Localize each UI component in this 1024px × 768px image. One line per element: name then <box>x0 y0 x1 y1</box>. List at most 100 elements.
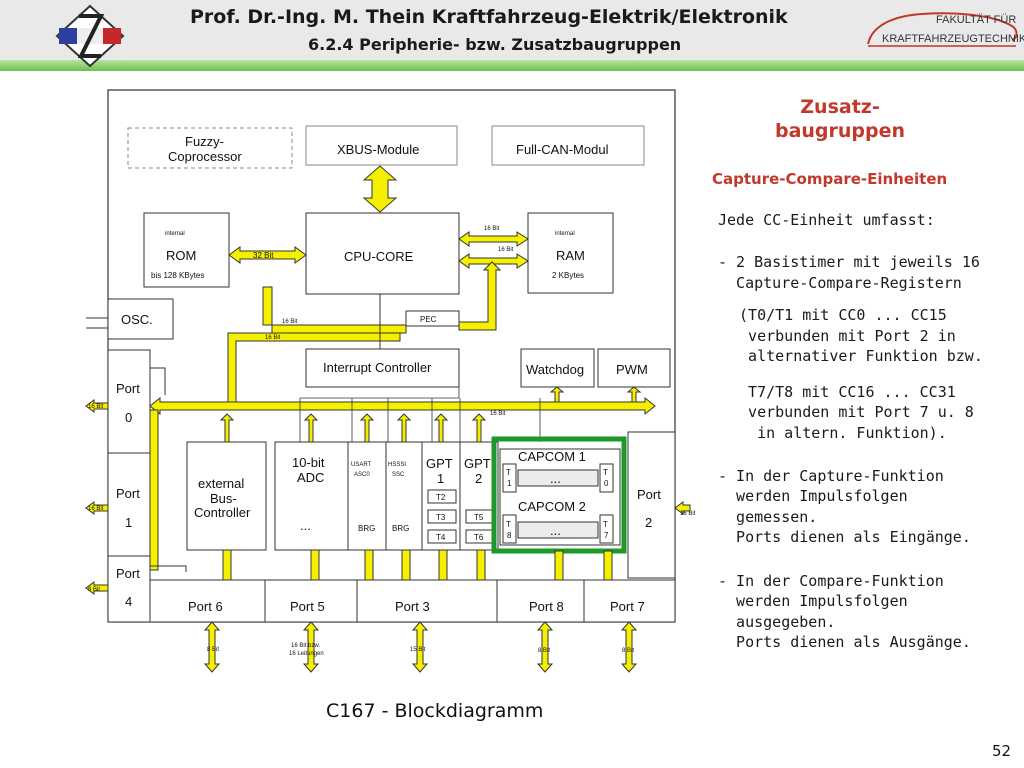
gpt1-label2: 1 <box>437 471 444 486</box>
t5-label: T5 <box>474 513 484 522</box>
pwm-label: PWM <box>616 362 648 377</box>
gpt2-label1: GPT <box>464 456 491 471</box>
rom-internal-bus <box>262 286 407 334</box>
capcom1-t1a: T <box>506 468 511 477</box>
section-title: Zusatz- baugruppen <box>760 95 920 143</box>
port2-box <box>627 431 676 579</box>
cpu-ram-bus-top <box>458 231 529 247</box>
port5-bits1: 16 Bit bzw. <box>291 643 320 649</box>
watchdog-label: Watchdog <box>526 362 584 377</box>
peripheral-bus <box>149 396 656 416</box>
fuzzy-label: Fuzzy- <box>185 134 224 149</box>
capcom1-t1-box <box>502 463 517 493</box>
rom-internal-label: internal <box>165 231 185 237</box>
hsssi-label1: HSSSI <box>388 462 406 468</box>
capcom2-t8-box <box>502 514 517 544</box>
text-line-2: - 2 Basistimer mit jeweils 16 <box>718 253 980 271</box>
header-bar <box>0 0 1024 62</box>
t4-label: T4 <box>436 533 446 542</box>
capcom2-t8b: 8 <box>507 531 512 540</box>
bottom-io-arrows <box>203 621 638 673</box>
capcom1-t0a: T <box>603 468 608 477</box>
coprocessor-label: Coprocessor <box>168 149 242 164</box>
text-line-13: Ports dienen als Eingänge. <box>718 528 971 546</box>
capcom2-t7a: T <box>603 520 608 529</box>
diagram-caption: C167 - Blockdiagramm <box>326 700 544 722</box>
capcom1-t0-box <box>599 463 614 493</box>
text-line-12: gemessen. <box>718 508 818 526</box>
text-line-1: Jede CC-Einheit umfasst: <box>718 211 935 229</box>
port4-number: 4 <box>125 594 132 609</box>
faculty-car-logo <box>867 12 1018 47</box>
port1-label: Port <box>116 486 140 501</box>
osc-label: OSC. <box>121 312 153 327</box>
port1-bits: 16 Bit <box>88 506 104 512</box>
port2-io-arrow <box>674 501 691 515</box>
bit16-d-label: 16 Bit <box>265 335 281 341</box>
capcom1-registers <box>517 469 599 487</box>
port0-io-arrow <box>85 399 109 413</box>
capcom2-label: CAPCOM 2 <box>518 499 586 514</box>
port4-box <box>107 555 151 623</box>
usart-label2: ASC0 <box>354 472 370 478</box>
capcom1-t1b: 1 <box>507 479 512 488</box>
fuzzy-box <box>127 127 293 169</box>
text-line-4: (T0/T1 mit CC0 ... CC15 <box>730 306 947 324</box>
t2-box <box>427 489 457 504</box>
port0-box <box>107 349 151 454</box>
port6-bits: 8 Bit <box>207 647 219 653</box>
bus-bits-label: 16 Bit <box>490 411 506 417</box>
port6-box <box>149 579 266 623</box>
ram-internal-label: internal <box>555 231 575 237</box>
capcom2-t7b: 7 <box>604 531 609 540</box>
ext-bus-link <box>219 413 235 443</box>
port8-bits: 8 Bit <box>538 648 550 654</box>
port0-control-line <box>150 367 166 395</box>
gpt2-label2: 2 <box>475 471 482 486</box>
xbus-label: XBUS-Module <box>337 142 419 157</box>
ext-bus-label3: Controller <box>194 505 251 520</box>
ram-label: RAM <box>556 248 585 263</box>
watchdog-bus-link <box>549 386 565 403</box>
text-line-14: - In der Compare-Funktion <box>718 572 944 590</box>
text-line-6: alternativer Funktion bzw. <box>730 347 983 365</box>
header-accent-stripe <box>0 60 1024 71</box>
port4-label: Port <box>116 566 140 581</box>
text-line-15: werden Impulsfolgen <box>718 592 908 610</box>
bit16-c-label: 16 Bit <box>282 319 298 325</box>
text-line-3: Capture-Compare-Registern <box>718 274 962 292</box>
text-line-10: - In der Capture-Funktion <box>718 467 944 485</box>
pec-box <box>405 310 460 327</box>
cpu-box <box>305 212 460 295</box>
port7-box <box>583 579 676 623</box>
t2-label: T2 <box>436 493 446 502</box>
ram-box <box>527 212 614 294</box>
section-title-line1: Zusatz- <box>800 96 880 118</box>
rom-cpu-bus <box>228 246 307 264</box>
port3-label: Port 3 <box>395 599 430 614</box>
port5-label: Port 5 <box>290 599 325 614</box>
osc-box <box>107 298 174 340</box>
faculty-line1: FAKULTÄT FÜR <box>936 14 1017 26</box>
ext-bus-label2: Bus- <box>210 491 237 506</box>
port2-bits: 16 Bit <box>680 511 696 517</box>
xbus-box <box>305 125 458 166</box>
port1-io-arrow <box>85 501 109 515</box>
interrupt-controller-box <box>305 348 460 388</box>
port1-box <box>107 452 151 557</box>
fullcan-label: Full-CAN-Modul <box>516 142 609 157</box>
port4-bits: 8 Bit <box>88 587 100 593</box>
capcom2-t7-box <box>599 514 614 544</box>
peripheral-bus-links <box>303 413 487 443</box>
port3-bits: 15 Bit <box>410 647 426 653</box>
port2-label: Port <box>637 487 661 502</box>
capcom2-registers <box>517 521 599 539</box>
t3-label: T3 <box>436 513 446 522</box>
university-logo <box>55 4 125 68</box>
ssc-box <box>385 441 423 551</box>
text-line-11: werden Impulsfolgen <box>718 487 908 505</box>
left-port-bus <box>149 409 159 571</box>
faculty-line2: KRAFTFAHRZEUGTECHNIK <box>882 33 1024 45</box>
pec-label: PEC <box>420 315 437 324</box>
